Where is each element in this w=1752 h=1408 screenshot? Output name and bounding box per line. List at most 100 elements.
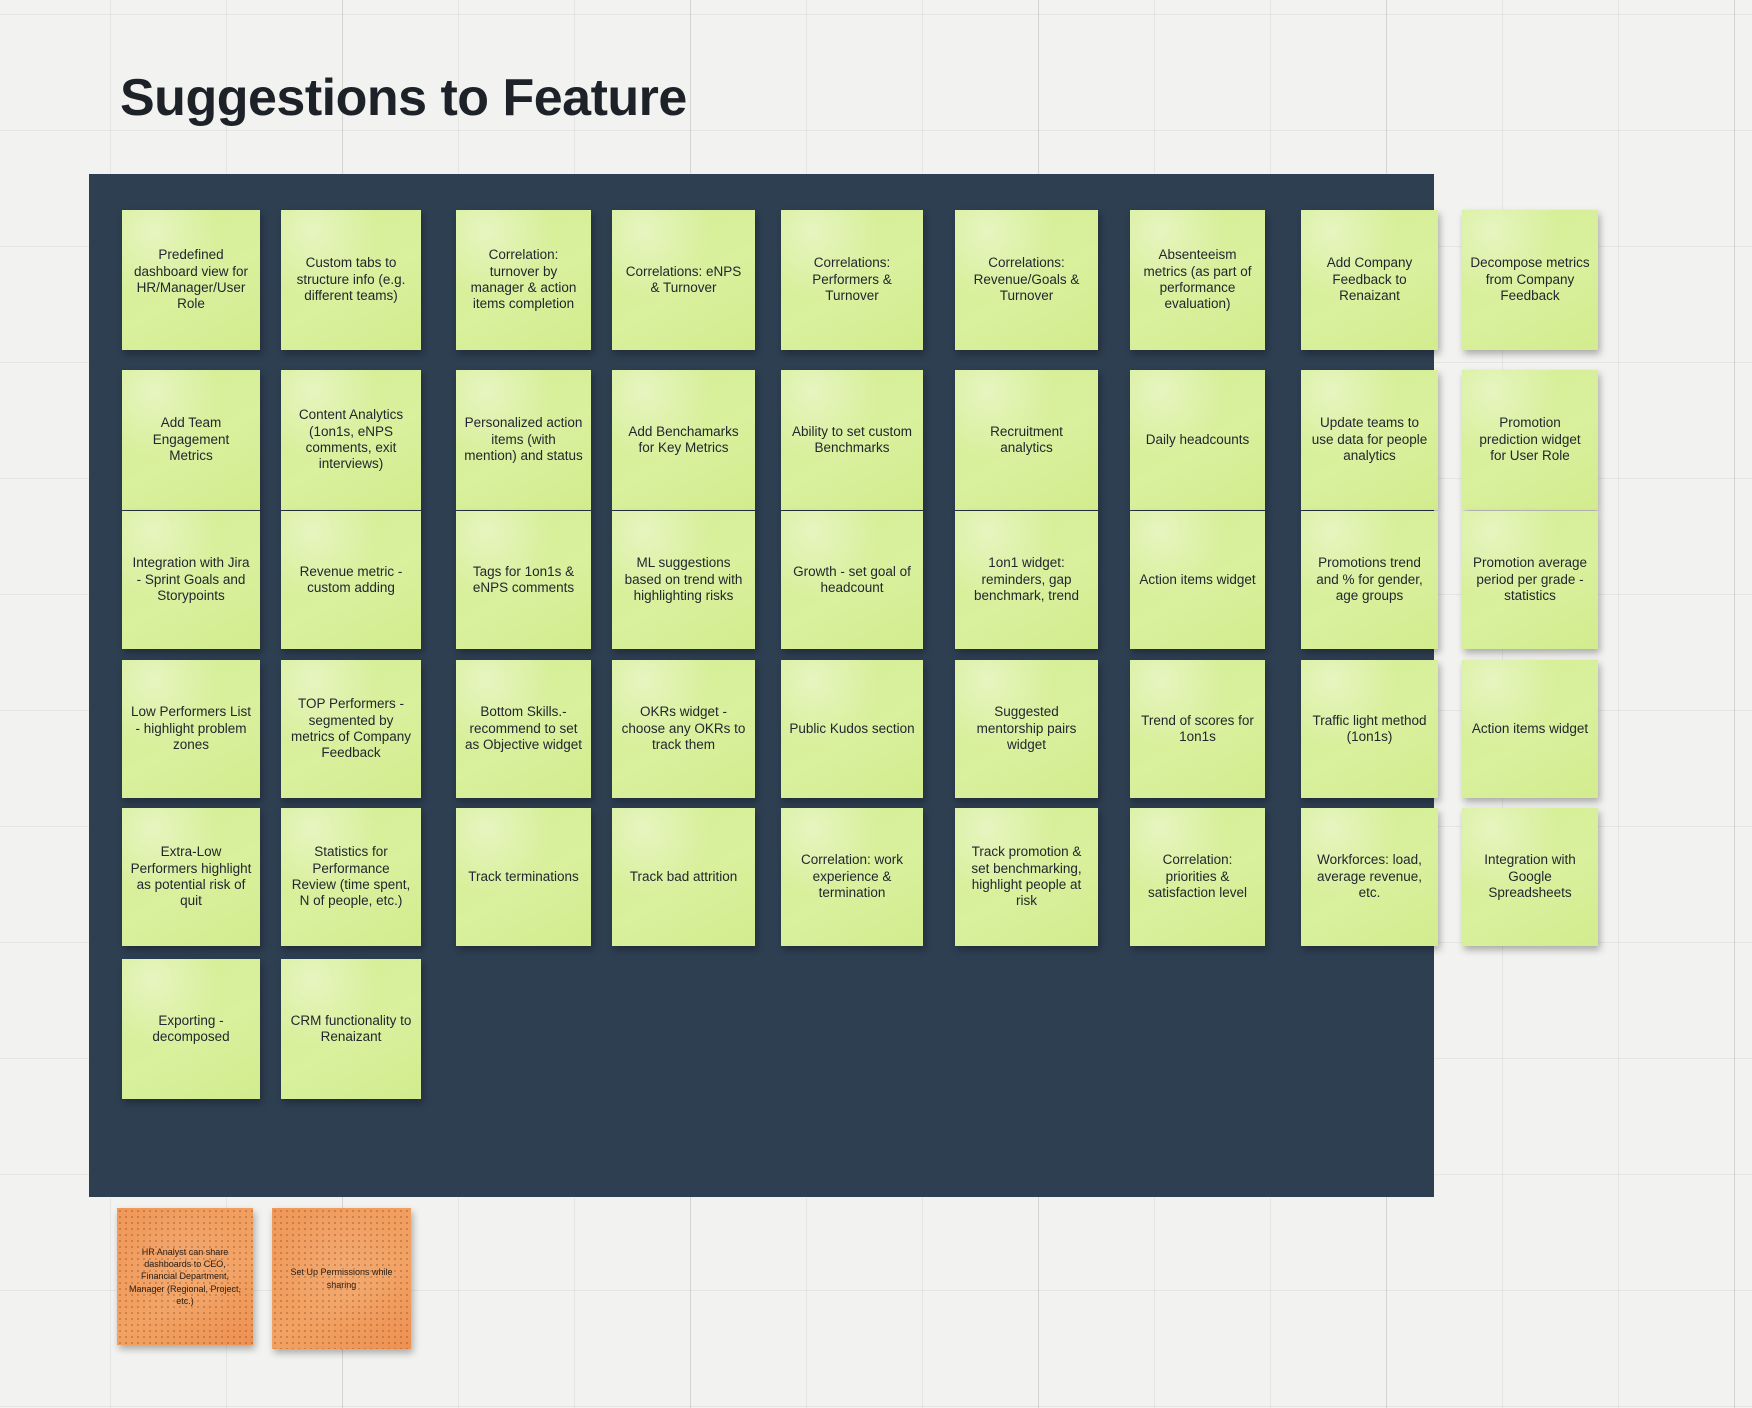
sticky-note[interactable]: Update teams to use data for people anal… — [1301, 370, 1438, 510]
sticky-note-text: TOP Performers - segmented by metrics of… — [290, 696, 412, 761]
sticky-note-text: Action items widget — [1471, 720, 1589, 736]
sticky-note-text: Add Team Engagement Metrics — [152, 415, 230, 464]
sticky-note-text: Correlations: Performers & Turnover — [812, 255, 892, 304]
sticky-note-text: Correlation: priorities & satisfaction l… — [1147, 852, 1248, 901]
sticky-note-text: Personalized action items (with mention)… — [464, 415, 583, 464]
sticky-note[interactable]: Revenue metric - custom adding — [281, 511, 421, 649]
sticky-note-text: Promotion prediction widget for User Rol… — [1479, 415, 1581, 464]
sticky-note[interactable]: Public Kudos section — [781, 660, 923, 798]
sticky-note-text: Integration with Google Spreadsheets — [1484, 852, 1576, 901]
green-notes-layer: Predefined dashboard view for HR/Manager… — [89, 174, 1590, 1197]
sticky-note-text: CRM functionality to Renaizant — [290, 1012, 412, 1044]
sticky-note[interactable]: Correlation: turnover by manager & actio… — [456, 210, 591, 350]
sticky-note[interactable]: Ability to set custom Benchmarks — [781, 370, 923, 510]
sticky-note[interactable]: Integration with Google Spreadsheets — [1462, 808, 1598, 946]
sticky-note[interactable]: Promotion average period per grade - sta… — [1462, 511, 1598, 649]
sticky-note[interactable]: Set Up Permissions while sharing — [272, 1208, 411, 1349]
sticky-note[interactable]: Promotion prediction widget for User Rol… — [1462, 370, 1598, 510]
sticky-note[interactable]: Decompose metrics from Company Feedback — [1462, 210, 1598, 350]
sticky-note-text: Promotions trend and % for gender, age g… — [1316, 555, 1423, 604]
sticky-note[interactable]: Track bad attrition — [612, 808, 755, 946]
sticky-note-text: Add Benchamarks for Key Metrics — [628, 423, 739, 455]
sticky-note-text: Integration with Jira - Sprint Goals and… — [132, 555, 250, 604]
sticky-note[interactable]: Bottom Skills.- recommend to set as Obje… — [456, 660, 591, 798]
sticky-note-text: Revenue metric - custom adding — [299, 563, 403, 595]
sticky-note-text: Add Company Feedback to Renaizant — [1326, 255, 1413, 304]
sticky-note-text: Correlations: Revenue/Goals & Turnover — [973, 255, 1080, 304]
sticky-note[interactable]: Add Benchamarks for Key Metrics — [612, 370, 755, 510]
sticky-note[interactable]: Recruitment analytics — [955, 370, 1098, 510]
sticky-note[interactable]: Correlations: Revenue/Goals & Turnover — [955, 210, 1098, 350]
sticky-note[interactable]: CRM functionality to Renaizant — [281, 959, 421, 1099]
sticky-note[interactable]: Correlations: eNPS & Turnover — [612, 210, 755, 350]
sticky-note-text: Daily headcounts — [1145, 431, 1250, 447]
sticky-note-text: Statistics for Performance Review (time … — [291, 844, 411, 909]
sticky-note[interactable]: Correlations: Performers & Turnover — [781, 210, 923, 350]
sticky-note-text: Suggested mentorship pairs widget — [976, 704, 1077, 753]
sticky-note[interactable]: Track promotion & set benchmarking, high… — [955, 808, 1098, 946]
sticky-note-text: Absenteeism metrics (as part of performa… — [1143, 247, 1252, 312]
sticky-note[interactable]: Growth - set goal of headcount — [781, 511, 923, 649]
sticky-note-text: Ability to set custom Benchmarks — [791, 423, 913, 455]
sticky-note[interactable]: Promotions trend and % for gender, age g… — [1301, 511, 1438, 649]
sticky-note[interactable]: Track terminations — [456, 808, 591, 946]
sticky-note[interactable]: HR Analyst can share dashboards to CEO, … — [117, 1208, 253, 1345]
sticky-note-text: Predefined dashboard view for HR/Manager… — [133, 247, 249, 312]
sticky-note-text: Track terminations — [468, 868, 579, 884]
sticky-note[interactable]: Personalized action items (with mention)… — [456, 370, 591, 510]
sticky-note-text: Correlations: eNPS & Turnover — [625, 263, 742, 295]
sticky-note-text: Tags for 1on1s & eNPS comments — [472, 563, 575, 595]
sticky-note-text: Traffic light method (1on1s) — [1312, 712, 1427, 744]
sticky-note[interactable]: Traffic light method (1on1s) — [1301, 660, 1438, 798]
sticky-note[interactable]: OKRs widget - choose any OKRs to track t… — [612, 660, 755, 798]
sticky-note-text: Workforces: load, average revenue, etc. — [1316, 852, 1423, 901]
sticky-note-text: Custom tabs to structure info (e.g. diff… — [296, 255, 406, 304]
sticky-note[interactable]: Extra-Low Performers highlight as potent… — [122, 808, 260, 946]
sticky-note[interactable]: Correlation: work experience & terminati… — [781, 808, 923, 946]
sticky-note[interactable]: Low Performers List - highlight problem … — [122, 660, 260, 798]
board-frame[interactable]: Predefined dashboard view for HR/Manager… — [89, 174, 1590, 1197]
sticky-note[interactable]: Integration with Jira - Sprint Goals and… — [122, 511, 260, 649]
sticky-note[interactable]: TOP Performers - segmented by metrics of… — [281, 660, 421, 798]
sticky-note-text: Public Kudos section — [789, 720, 915, 736]
sticky-note-text: OKRs widget - choose any OKRs to track t… — [621, 704, 746, 753]
sticky-note-text: Decompose metrics from Company Feedback — [1470, 255, 1590, 304]
sticky-note-text: Bottom Skills.- recommend to set as Obje… — [464, 704, 583, 753]
sticky-note-text: Exporting - decomposed — [152, 1012, 230, 1044]
sticky-note[interactable]: Custom tabs to structure info (e.g. diff… — [281, 210, 421, 350]
sticky-note[interactable]: Add Company Feedback to Renaizant — [1301, 210, 1438, 350]
sticky-note[interactable]: Daily headcounts — [1130, 370, 1265, 510]
sticky-note-text: Extra-Low Performers highlight as potent… — [130, 844, 252, 909]
sticky-note[interactable]: Content Analytics (1on1s, eNPS comments,… — [281, 370, 421, 510]
sticky-note-text: Track promotion & set benchmarking, high… — [971, 844, 1082, 909]
sticky-note-text: Action items widget — [1139, 571, 1256, 587]
sticky-note[interactable]: Absenteeism metrics (as part of performa… — [1130, 210, 1265, 350]
sticky-note[interactable]: Statistics for Performance Review (time … — [281, 808, 421, 946]
sticky-note[interactable]: Trend of scores for 1on1s — [1130, 660, 1265, 798]
sticky-note[interactable]: Tags for 1on1s & eNPS comments — [456, 511, 591, 649]
sticky-note[interactable]: Add Team Engagement Metrics — [122, 370, 260, 510]
sticky-note-text: Track bad attrition — [629, 868, 738, 884]
sticky-note[interactable]: Action items widget — [1130, 511, 1265, 649]
sticky-note-text: Content Analytics (1on1s, eNPS comments,… — [298, 407, 404, 472]
sticky-note-text: Trend of scores for 1on1s — [1141, 712, 1254, 744]
sticky-note-text: Promotion average period per grade - sta… — [1472, 555, 1588, 604]
sticky-note[interactable]: Suggested mentorship pairs widget — [955, 660, 1098, 798]
sticky-note[interactable]: 1on1 widget: reminders, gap benchmark, t… — [955, 511, 1098, 649]
sticky-note-text: Growth - set goal of headcount — [793, 563, 911, 595]
sticky-note[interactable]: Exporting - decomposed — [122, 959, 260, 1099]
sticky-note-text: Update teams to use data for people anal… — [1311, 415, 1428, 464]
sticky-note[interactable]: Workforces: load, average revenue, etc. — [1301, 808, 1438, 946]
sticky-note[interactable]: Action items widget — [1462, 660, 1598, 798]
page-title: Suggestions to Feature — [120, 69, 687, 127]
sticky-note-text: HR Analyst can share dashboards to CEO, … — [128, 1247, 242, 1306]
sticky-note-text: Low Performers List - highlight problem … — [130, 704, 252, 753]
sticky-note-text: Correlation: work experience & terminati… — [800, 852, 904, 901]
sticky-note[interactable]: Predefined dashboard view for HR/Manager… — [122, 210, 260, 350]
sticky-note-text: Recruitment analytics — [990, 423, 1063, 455]
sticky-note-text: 1on1 widget: reminders, gap benchmark, t… — [973, 555, 1080, 604]
sticky-note-text: ML suggestions based on trend with highl… — [624, 555, 743, 604]
sticky-note[interactable]: Correlation: priorities & satisfaction l… — [1130, 808, 1265, 946]
sticky-note[interactable]: ML suggestions based on trend with highl… — [612, 511, 755, 649]
